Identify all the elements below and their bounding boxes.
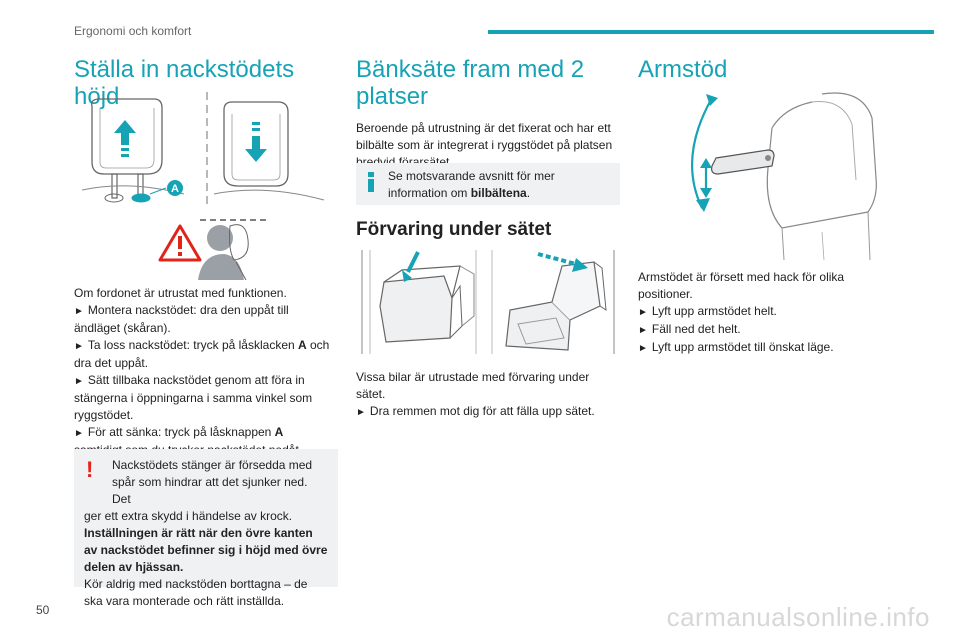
storage-body: Vissa bilar är utrustade med förvaring u… — [356, 370, 590, 401]
column-headrest: Ställa in nackstödets höjd — [74, 56, 338, 110]
armrest-drawing — [711, 149, 775, 175]
headrest-instructions: Om fordonet är utrustat med funktionen. … — [74, 285, 344, 459]
section-title-armrest: Armstöd — [638, 56, 728, 83]
info-text: Se motsvarande avsnitt för mer informati… — [388, 169, 555, 200]
bullet-lift-desired: ►Lyft upp armstödet till önskat läge. — [638, 340, 834, 354]
arrow-bullet-icon: ► — [638, 307, 648, 318]
storage-illustration — [361, 250, 615, 354]
exclamation-icon: ! — [86, 457, 94, 482]
page-number: 50 — [36, 603, 50, 617]
arrow-bullet-icon: ► — [356, 407, 366, 418]
bullet-fold-down: ►Fäll ned det helt. — [638, 322, 741, 336]
headrest-down-drawing — [213, 101, 325, 201]
storage-instructions: Vissa bilar är utrustade med förvaring u… — [356, 369, 626, 421]
section-title-storage: Förvaring under sätet — [356, 219, 552, 240]
callout-a-badge — [167, 180, 183, 196]
headrest-illustration: A — [81, 92, 325, 281]
column-armrest: Armstöd — [638, 56, 902, 83]
bullet-remove: ►Ta loss nackstödet: tryck på låsklacken… — [74, 338, 330, 370]
bullet-strap: ►Dra remmen mot dig för att fälla upp sä… — [356, 404, 595, 418]
section-title-headrest: Ställa in nackstödets höjd — [74, 56, 295, 110]
arrow-bullet-icon: ► — [74, 428, 84, 439]
warning-triangle-icon — [158, 224, 202, 262]
arrow-bullet-icon: ► — [638, 343, 648, 354]
watermark: carmanualsonline.info — [666, 602, 930, 632]
arrow-bullet-icon: ► — [74, 306, 84, 317]
seat-folded-up-drawing — [491, 250, 615, 354]
rotation-arrows-icon — [691, 94, 718, 212]
arrow-bullet-icon: ► — [638, 325, 648, 336]
headrest-intro: Om fordonet är utrustat med funktionen. — [74, 286, 287, 300]
bullet-refit: ►Sätt tillbaka nackstödet genom att föra… — [74, 373, 313, 422]
seat-drawing — [766, 92, 877, 261]
person-silhouette — [198, 224, 249, 281]
headrest-up-drawing — [81, 98, 185, 203]
arrow-bullet-icon: ► — [74, 341, 84, 352]
seat-folded-down-drawing — [361, 250, 477, 354]
info-box: Se motsvarande avsnitt för mer informati… — [356, 163, 620, 205]
bullet-lift-fully: ►Lyft upp armstödet helt. — [638, 304, 777, 318]
arrow-bullet-icon: ► — [74, 376, 84, 387]
callout-a-label: A — [171, 183, 179, 195]
header-accent-bar — [488, 30, 934, 34]
running-header: Ergonomi och komfort — [74, 24, 192, 38]
warning-body: ger ett extra skydd i händelse av krock.… — [84, 509, 328, 608]
armrest-illustration — [691, 92, 877, 261]
info-icon — [368, 172, 374, 192]
